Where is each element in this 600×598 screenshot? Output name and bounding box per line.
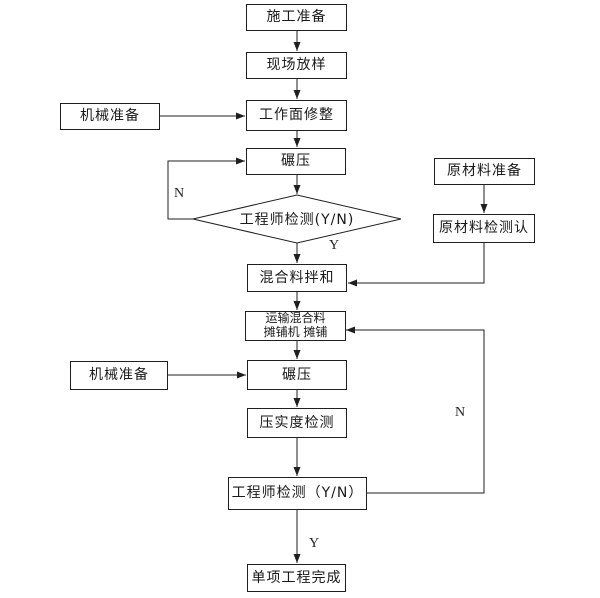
transport-paving-line2: 摊铺机 摊铺 xyxy=(263,325,328,339)
edge-rawcheck-to-mixing xyxy=(348,243,485,287)
node-compaction-test: 压实度检测 xyxy=(247,408,347,438)
node-rolling-mid: 碾压 xyxy=(247,360,347,390)
node-raw-material-prep: 原材料准备 xyxy=(434,158,535,185)
node-transport-paving: 运输混合料 摊铺机 摊铺 xyxy=(245,311,346,341)
node-work-surface-trim: 工作面修整 xyxy=(246,100,347,131)
node-mix-blending: 混合料拌和 xyxy=(247,264,347,292)
node-site-setout: 现场放样 xyxy=(246,52,347,79)
edge-check2-no-loop xyxy=(346,326,485,494)
edge-label-yes-bottom: Y xyxy=(309,536,320,551)
edge-label-no-right: N xyxy=(455,405,466,420)
edge-check-no-loop xyxy=(167,157,245,220)
node-machine-prep-top: 机械准备 xyxy=(60,103,160,130)
edge-label-no-top: N xyxy=(174,186,185,201)
node-engineer-check-top-label: 工程师检测(Y/N) xyxy=(239,212,355,228)
node-machine-prep-mid: 机械准备 xyxy=(70,361,168,390)
node-project-complete: 单项工程完成 xyxy=(247,564,346,592)
transport-paving-line1: 运输混合料 xyxy=(265,311,326,326)
node-raw-material-check: 原材料检测认 xyxy=(433,214,535,243)
node-rolling-top: 碾压 xyxy=(246,148,346,175)
node-construction-prep: 施工准备 xyxy=(246,4,347,31)
node-engineer-check-bottom: 工程师检测（Y/N） xyxy=(228,477,367,510)
engineer-check-diamond xyxy=(192,194,402,244)
edge-label-yes-top: Y xyxy=(329,238,340,253)
